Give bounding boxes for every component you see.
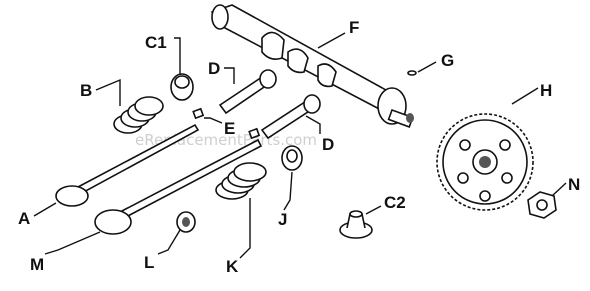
label-e: E <box>224 119 235 138</box>
label-d-upper: D <box>208 59 220 78</box>
label-g: G <box>441 51 454 70</box>
leader-a <box>33 202 57 217</box>
leader-h <box>511 87 539 105</box>
camshaft-part <box>210 4 414 128</box>
valve-m-part <box>94 138 263 235</box>
leader-c2 <box>365 205 382 215</box>
label-b: B <box>80 81 92 100</box>
leader-g <box>417 61 437 73</box>
leader-l <box>157 229 181 255</box>
leader-n <box>551 182 567 197</box>
label-a: A <box>18 209 30 228</box>
label-m: M <box>30 255 44 274</box>
leader-j <box>283 171 293 211</box>
label-f: F <box>349 18 359 37</box>
valve-a-part <box>55 123 200 207</box>
tappet-lower-part <box>260 94 321 140</box>
spring-k-part <box>215 162 267 200</box>
leader-f <box>317 32 346 49</box>
keeper-part <box>192 107 261 140</box>
pin-part <box>407 70 417 76</box>
label-d-lower: D <box>322 135 334 154</box>
nut-part <box>527 191 557 219</box>
spring-b-part <box>113 96 164 134</box>
leader-c1 <box>174 37 181 74</box>
label-l: L <box>144 253 154 272</box>
label-c1: C1 <box>145 33 167 52</box>
tappet-upper-part <box>218 69 277 115</box>
leader-e <box>204 117 223 124</box>
label-h: H <box>540 81 552 100</box>
label-n: N <box>568 175 580 194</box>
label-k: K <box>226 257 239 276</box>
leader-d2 <box>305 115 321 134</box>
label-c2: C2 <box>384 193 406 212</box>
cap-c1-part <box>170 73 194 101</box>
leader-b <box>95 78 121 106</box>
leader-k <box>239 198 251 259</box>
leader-d1 <box>224 67 235 84</box>
leader-m <box>44 231 101 255</box>
retainer-j-part <box>281 145 303 171</box>
cap-c2-part <box>339 210 373 239</box>
seal-l-part <box>176 211 196 233</box>
label-j: J <box>278 210 287 229</box>
gear-part <box>436 113 534 211</box>
